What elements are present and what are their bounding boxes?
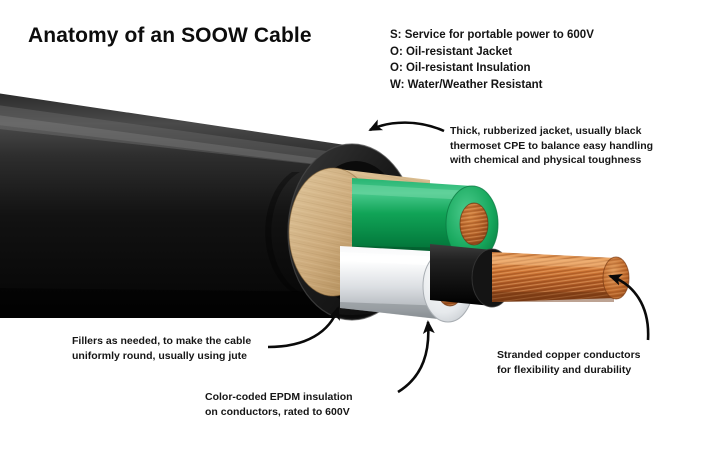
page-title: Anatomy of an SOOW Cable bbox=[28, 24, 312, 47]
callout-conductors: Stranded copper conductors for flexibili… bbox=[497, 348, 641, 377]
callout-fillers-line-1: Fillers as needed, to make the cable bbox=[72, 335, 252, 347]
callout-fillers-line-2: uniformly round, usually using jute bbox=[72, 349, 248, 362]
stranded-copper-conductor bbox=[492, 252, 630, 302]
callout-jacket-line-3: with chemical and physical toughness bbox=[450, 154, 642, 166]
callout-conductors-line-2: for flexibility and durability bbox=[497, 363, 632, 376]
callout-fillers: Fillers as needed, to make the cable uni… bbox=[72, 334, 251, 363]
callout-insulation-line-2: on conductors, rated to 600V bbox=[205, 405, 350, 418]
callout-jacket-line-1: Thick, rubberized jacket, usually black bbox=[450, 125, 642, 137]
jacket-lower-lip bbox=[290, 300, 414, 318]
callout-insulation: Color-coded EPDM insulation on conductor… bbox=[205, 390, 353, 419]
acronym-legend: S: Service for portable power to 600V O:… bbox=[390, 27, 594, 93]
legend-item-w: W: Water/Weather Resistant bbox=[390, 78, 543, 91]
callout-insulation-line-1: Color-coded EPDM insulation bbox=[205, 391, 353, 403]
legend-item-o-insulation: O: Oil-resistant Insulation bbox=[390, 62, 531, 74]
legend-item-s: S: Service for portable power to 600V bbox=[390, 29, 594, 41]
legend-item-o-jacket: O: Oil-resistant Jacket bbox=[390, 45, 513, 58]
callout-conductors-line-1: Stranded copper conductors bbox=[497, 349, 641, 361]
callout-jacket: Thick, rubberized jacket, usually black … bbox=[450, 124, 653, 168]
callout-jacket-line-2: thermoset CPE to balance easy handling bbox=[450, 139, 654, 152]
